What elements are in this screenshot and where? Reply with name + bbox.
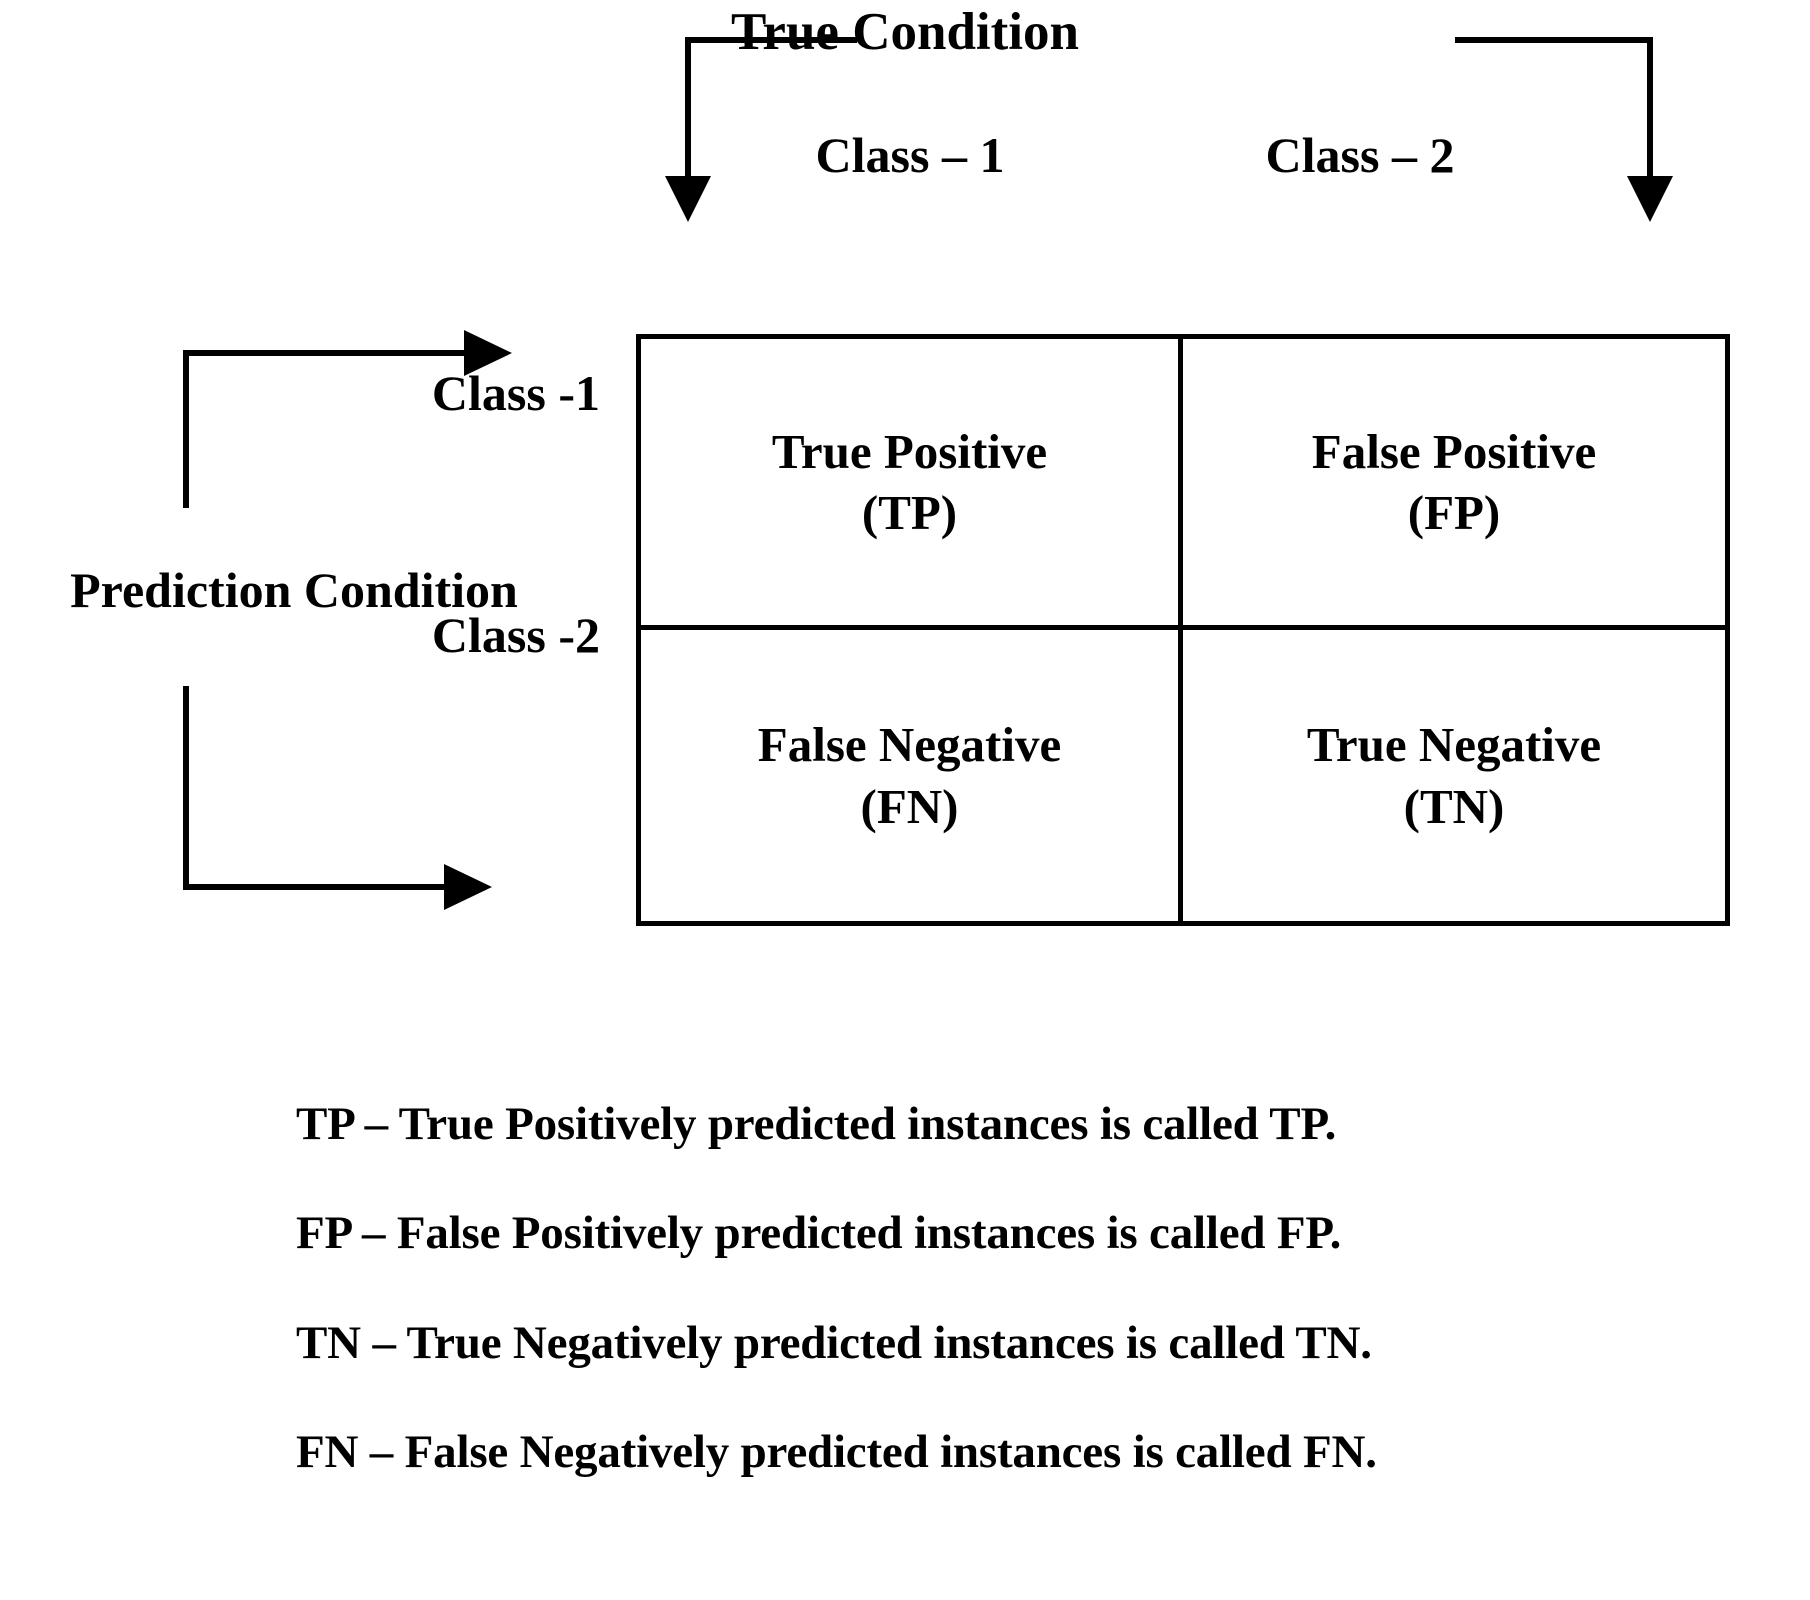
- legend-item-tp: TP – True Positively predicted instances…: [296, 1098, 1337, 1150]
- legend-item-tn: TN – True Negatively predicted instances…: [296, 1316, 1372, 1369]
- row-header-class-2: Class -2: [431, 607, 600, 663]
- matrix-cell-true-positive: True Positive (TP): [641, 339, 1183, 630]
- matrix-cell-label: True Positive: [771, 423, 1048, 479]
- matrix-cell-label: False Positive: [1311, 423, 1597, 479]
- definitions-legend: TP – True Positively predicted instances…: [296, 1098, 1796, 1537]
- true-condition-title: True Condition: [731, 3, 1079, 61]
- matrix-cell-label: True Negative: [1306, 717, 1602, 773]
- column-header-class-1: Class – 1: [815, 127, 1005, 183]
- confusion-matrix-table: True Positive (TP) False Positive (FP) F…: [636, 334, 1730, 926]
- legend-item-fn: FN – False Negatively predicted instance…: [296, 1426, 1377, 1479]
- row-header-class-1: Class -1: [431, 365, 600, 421]
- prediction-condition-lower-arrow: [183, 686, 492, 910]
- matrix-cell-label: False Negative: [757, 717, 1062, 773]
- matrix-cell-false-negative: False Negative (FN): [641, 630, 1183, 921]
- matrix-cell-true-negative: True Negative (TN): [1183, 630, 1725, 921]
- prediction-condition-title: Prediction Condition: [70, 562, 518, 618]
- legend-item-fp: FP – False Positively predicted instance…: [296, 1207, 1342, 1260]
- matrix-cell-abbrev: (TP): [861, 485, 958, 540]
- matrix-cell-abbrev: (FP): [1407, 485, 1501, 540]
- matrix-cell-abbrev: (FN): [860, 778, 959, 834]
- column-header-class-2: Class – 2: [1265, 127, 1455, 183]
- matrix-cell-abbrev: (TN): [1403, 778, 1505, 834]
- matrix-cell-false-positive: False Positive (FP): [1183, 339, 1725, 630]
